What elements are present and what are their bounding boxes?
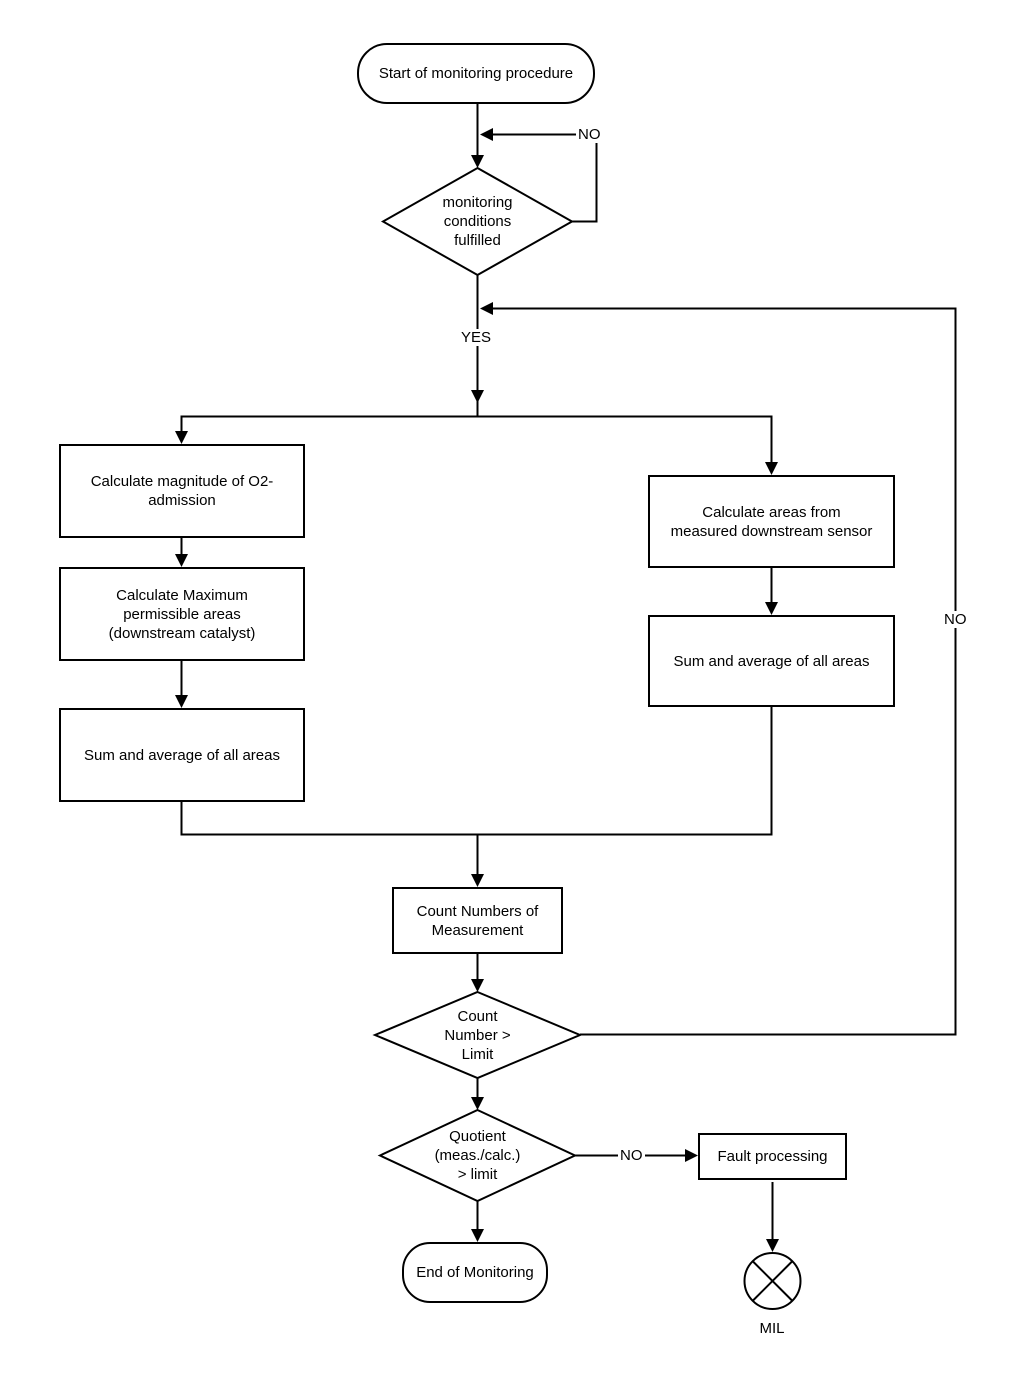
process-calc-o2-admission: Calculate magnitude of O2- admission [59, 444, 305, 538]
terminator-start-label: Start of monitoring procedure [379, 64, 573, 83]
node-label-line: conditions [443, 213, 512, 230]
node-label-line: Start of monitoring procedure [378, 65, 574, 82]
node-label-line: fulfilled [454, 232, 501, 249]
node-label-line: permissible areas [123, 605, 241, 623]
arrowhead-yes-down [471, 390, 484, 403]
process-calc-o2-admission-label: Calculate magnitude of O2- admission [91, 472, 274, 510]
arrowhead-into-end [471, 1229, 484, 1242]
arrowhead-into-conditions [471, 155, 484, 168]
decision-quotient-limit-shape [377, 1108, 578, 1203]
process-sum-average-left-label: Sum and average of all areas [84, 746, 280, 765]
process-calc-max-permissible-areas-label: Calculate Maximum permissible areas (dow… [109, 586, 256, 643]
arrowhead-into-fault [685, 1149, 698, 1162]
node-label-line: Count [457, 1008, 498, 1025]
process-sum-average-right-label: Sum and average of all areas [674, 652, 870, 671]
node-label-line: End of Monitoring [416, 1264, 534, 1281]
arrowhead-into-count-limit [471, 979, 484, 992]
decision-monitoring-conditions-shape [380, 166, 575, 277]
terminator-start: Start of monitoring procedure [357, 43, 595, 104]
edge-count-limit-no-feedback [492, 307, 957, 1036]
node-label-line: > limit [457, 1166, 498, 1183]
mil-lamp-label: MIL [759, 1320, 785, 1337]
arrowhead-into-mil [766, 1239, 779, 1252]
process-count-numbers-label: Count Numbers of Measurement [417, 902, 539, 940]
arrowhead-into-sum-right [765, 602, 778, 615]
arrowhead-into-calc-areas [765, 462, 778, 475]
node-label-line: Number > [444, 1027, 511, 1044]
edge-label-no-conditions-loop: NO [576, 126, 603, 143]
arrowhead-into-sum-left [175, 695, 188, 708]
node-label-line: Sum and average of all areas [84, 746, 280, 764]
process-calc-areas-downstream-sensor: Calculate areas from measured downstream… [648, 475, 895, 568]
process-count-numbers: Count Numbers of Measurement [392, 887, 563, 954]
node-label-line: Calculate areas from [702, 503, 841, 521]
node-label-line: (downstream catalyst) [108, 624, 256, 642]
process-fault-processing: Fault processing [698, 1133, 847, 1180]
decision-monitoring-conditions-label: monitoring conditions fulfilled [397, 193, 558, 250]
decision-count-limit-label: Count Number > Limit [397, 1007, 558, 1064]
decision-quotient-limit-label: Quotient (meas./calc.) > limit [387, 1127, 568, 1184]
mil-lamp-cross-line-2 [751, 1260, 794, 1302]
arrowhead-no-loop-into-spine [480, 128, 493, 141]
node-label-line: Limit [461, 1046, 494, 1063]
process-fault-processing-label: Fault processing [717, 1147, 827, 1166]
arrowhead-into-calc-max [175, 554, 188, 567]
arrowhead-into-calc-o2 [175, 431, 188, 444]
node-label-line: measured downstream sensor [670, 522, 873, 540]
node-label-line: Sum and average of all areas [673, 652, 870, 670]
decision-count-limit-shape [372, 990, 583, 1080]
node-label-line: Quotient [449, 1128, 506, 1145]
terminator-end: End of Monitoring [402, 1242, 548, 1303]
node-label-line: Count Numbers of [416, 902, 539, 920]
arrowhead-into-count [471, 874, 484, 887]
process-calc-areas-downstream-sensor-label: Calculate areas from measured downstream… [671, 503, 873, 541]
node-label-line: (meas./calc.) [434, 1147, 521, 1164]
process-calc-max-permissible-areas: Calculate Maximum permissible areas (dow… [59, 567, 305, 661]
process-sum-average-right: Sum and average of all areas [648, 615, 895, 707]
edge-conditions-no-loop [492, 133, 598, 223]
edge-label-no-count-feedback: NO [942, 611, 969, 628]
arrowhead-feedback-into-spine [480, 302, 493, 315]
process-sum-average-left: Sum and average of all areas [59, 708, 305, 802]
node-label-line: Calculate Maximum [116, 586, 248, 604]
node-label-line: admission [148, 492, 216, 509]
node-label-line: Calculate magnitude of O2- [90, 473, 274, 490]
arrowhead-into-quotient [471, 1097, 484, 1110]
terminator-end-label: End of Monitoring [416, 1263, 534, 1282]
node-label-line: Measurement [431, 921, 524, 939]
edge-label-no-quotient: NO [618, 1147, 645, 1164]
edge-label-yes-conditions: YES [459, 329, 494, 346]
node-label-line: monitoring [442, 194, 513, 211]
node-label-line: Fault processing [717, 1148, 828, 1165]
